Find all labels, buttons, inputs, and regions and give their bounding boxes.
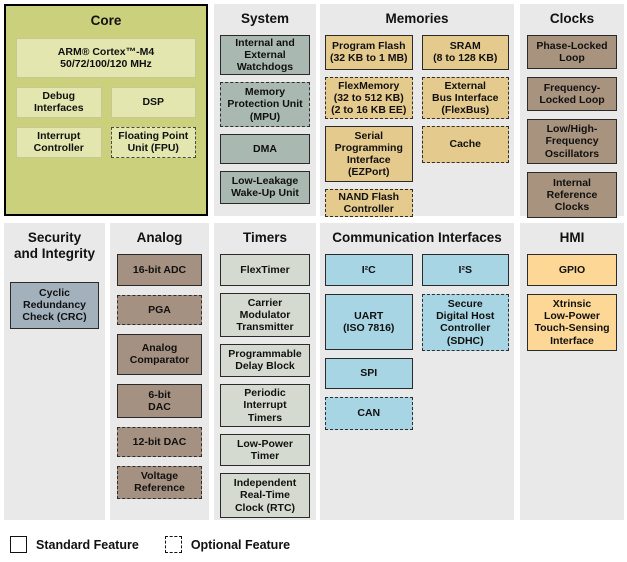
block-watchdogs: Internal and External Watchdogs bbox=[220, 34, 310, 75]
panel-hmi: HMI GPIO Xtrinsic Low-Power Touch-Sensin… bbox=[520, 223, 624, 520]
block-touch-sensing-interface: Xtrinsic Low-Power Touch-Sensing Interfa… bbox=[527, 293, 617, 351]
block-flexbus: External Bus Interface (FlexBus) bbox=[421, 76, 509, 119]
block-flexmemory: FlexMemory (32 to 512 KB) (2 to 16 KB EE… bbox=[325, 76, 413, 119]
panel-title-timers: Timers bbox=[242, 230, 288, 245]
block-pll: Phase-Locked Loop bbox=[527, 34, 617, 69]
block-nand-flash-controller: NAND Flash Controller bbox=[325, 188, 413, 217]
block-cache: Cache bbox=[421, 125, 509, 163]
block-carrier-modulator-transmitter: Carrier Modulator Transmitter bbox=[220, 292, 310, 337]
block-mpu: Memory Protection Unit (MPU) bbox=[220, 81, 310, 127]
block-analog-comparator: Analog Comparator bbox=[117, 333, 202, 375]
block-programmable-delay-block: Programmable Delay Block bbox=[220, 343, 310, 377]
block-uart: UART (ISO 7816) bbox=[325, 293, 413, 350]
block-flextimer: FlexTimer bbox=[220, 253, 310, 286]
panel-title-memories: Memories bbox=[385, 11, 449, 26]
block-fpu: Floating Point Unit (FPU) bbox=[110, 126, 196, 158]
optional-feature-swatch bbox=[164, 536, 182, 553]
optional-feature-label: Optional Feature bbox=[190, 537, 291, 552]
block-16bit-adc: 16-bit ADC bbox=[117, 253, 202, 286]
block-program-flash: Program Flash (32 KB to 1 MB) bbox=[325, 34, 413, 70]
block-12bit-dac: 12-bit DAC bbox=[117, 426, 202, 457]
block-rtc: Independent Real-Time Clock (RTC) bbox=[220, 472, 310, 518]
core-grid: Debug Interfaces DSP Interrupt Controlle… bbox=[16, 86, 196, 158]
block-llwu: Low-Leakage Wake-Up Unit bbox=[220, 170, 310, 204]
panel-security-and-integrity: Security and Integrity Cyclic Redundancy… bbox=[4, 223, 105, 520]
panel-timers: Timers FlexTimer Carrier Modulator Trans… bbox=[214, 223, 316, 520]
block-gpio: GPIO bbox=[527, 253, 617, 286]
panel-core: Core ARM® Cortex™-M4 50/72/100/120 MHz D… bbox=[4, 4, 208, 216]
panel-memories: Memories Program Flash (32 KB to 1 MB) F… bbox=[320, 4, 514, 217]
panel-title-communication-interfaces: Communication Interfaces bbox=[332, 230, 502, 245]
block-sdhc: Secure Digital Host Controller (SDHC) bbox=[421, 293, 509, 351]
panel-system: System Internal and External Watchdogs M… bbox=[214, 4, 316, 216]
standard-feature-label: Standard Feature bbox=[36, 537, 139, 552]
block-interrupt-controller: Interrupt Controller bbox=[16, 126, 102, 158]
block-ezport: Serial Programming Interface (EZPort) bbox=[325, 125, 413, 182]
block-low-power-timer: Low-Power Timer bbox=[220, 433, 310, 466]
block-can: CAN bbox=[325, 396, 413, 430]
block-arm-cortex-m4: ARM® Cortex™-M4 50/72/100/120 MHz bbox=[16, 37, 196, 78]
block-periodic-interrupt-timers: Periodic Interrupt Timers bbox=[220, 383, 310, 427]
block-sram: SRAM (8 to 128 KB) bbox=[421, 34, 509, 70]
panel-analog: Analog 16-bit ADC PGA Analog Comparator … bbox=[110, 223, 209, 520]
block-dsp: DSP bbox=[110, 86, 196, 118]
standard-feature-swatch bbox=[10, 536, 27, 553]
block-dma: DMA bbox=[220, 133, 310, 164]
block-fll: Frequency- Locked Loop bbox=[527, 76, 617, 111]
panel-title-core: Core bbox=[90, 13, 122, 28]
block-spi: SPI bbox=[325, 357, 413, 389]
block-voltage-reference: Voltage Reference bbox=[117, 465, 202, 499]
panel-title-security: Security and Integrity bbox=[13, 230, 95, 261]
core-body: ARM® Cortex™-M4 50/72/100/120 MHz Debug … bbox=[6, 37, 206, 158]
block-oscillators: Low/High- Frequency Oscillators bbox=[527, 118, 617, 164]
panel-clocks: Clocks Phase-Locked Loop Frequency- Lock… bbox=[520, 4, 624, 218]
panel-title-analog: Analog bbox=[136, 230, 183, 245]
block-pga: PGA bbox=[117, 294, 202, 325]
panel-communication-interfaces: Communication Interfaces I²C UART (ISO 7… bbox=[320, 223, 514, 520]
block-i2c: I²C bbox=[325, 253, 413, 286]
block-internal-reference-clocks: Internal Reference Clocks bbox=[527, 171, 617, 218]
block-debug-interfaces: Debug Interfaces bbox=[16, 86, 102, 118]
block-i2s: I²S bbox=[421, 253, 509, 286]
legend: Standard Feature Optional Feature bbox=[10, 536, 290, 553]
block-crc: Cyclic Redundancy Check (CRC) bbox=[10, 281, 99, 329]
panel-title-clocks: Clocks bbox=[549, 11, 595, 26]
panel-title-hmi: HMI bbox=[559, 230, 585, 245]
panel-title-system: System bbox=[240, 11, 290, 26]
block-6bit-dac: 6-bit DAC bbox=[117, 383, 202, 418]
